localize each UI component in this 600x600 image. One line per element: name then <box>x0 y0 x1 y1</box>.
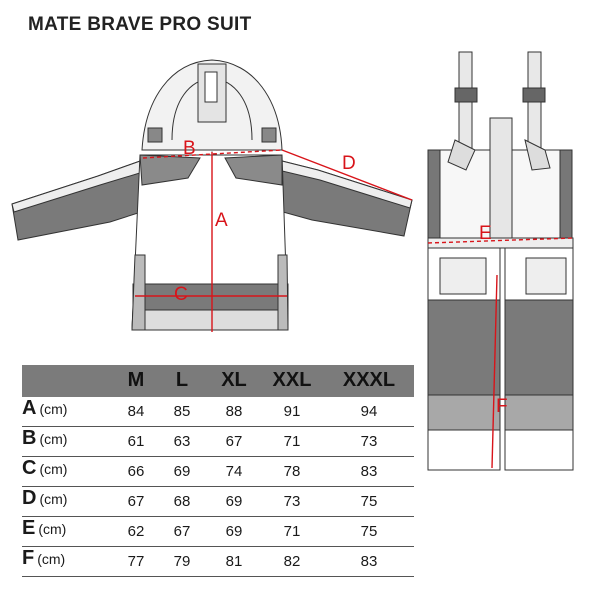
dimension-label-c: C <box>174 284 188 305</box>
cell: 94 <box>360 403 378 420</box>
cell: 74 <box>225 463 243 480</box>
dimension-label-a: A <box>215 210 228 231</box>
row-label: B <box>22 427 37 449</box>
jacket-drawing <box>11 59 413 331</box>
cell: 77 <box>127 553 145 570</box>
cell: 75 <box>360 493 378 510</box>
cell: 83 <box>360 463 378 480</box>
cell: 67 <box>173 523 191 540</box>
size-header: XXL <box>272 369 312 391</box>
cell: 75 <box>360 523 378 540</box>
cell: 67 <box>225 433 243 450</box>
cell: 81 <box>225 553 243 570</box>
cell: 82 <box>283 553 301 570</box>
dimension-label-e: E <box>479 223 492 244</box>
table-row: E(cm) 62 67 69 71 75 <box>22 517 414 547</box>
cell: 71 <box>283 523 301 540</box>
unit-label: (cm) <box>39 431 68 447</box>
row-label: C <box>22 457 37 479</box>
cell: 84 <box>127 403 145 420</box>
dimension-label-f: F <box>496 396 508 417</box>
cell: 69 <box>173 463 191 480</box>
bib-pants-drawing <box>427 51 574 471</box>
unit-label: (cm) <box>38 521 67 537</box>
size-header: XL <box>221 369 247 391</box>
table-row: F(cm) 77 79 81 82 83 <box>22 547 414 577</box>
jacket-dimension-lines <box>135 149 413 332</box>
table-row: B(cm) 61 63 67 71 73 <box>22 427 414 457</box>
cell: 69 <box>225 523 243 540</box>
cell: 73 <box>283 493 301 510</box>
pants-dimension-lines <box>427 237 574 469</box>
cell: 78 <box>283 463 301 480</box>
size-header: L <box>175 369 189 391</box>
dimension-label-d: D <box>342 153 356 174</box>
cell: 69 <box>225 493 243 510</box>
cell: 62 <box>127 523 145 540</box>
size-header: M <box>127 369 145 391</box>
size-header: XXXL <box>342 369 396 391</box>
cell: 73 <box>360 433 378 450</box>
size-header-row: M L XL XXL XXXL <box>22 365 414 397</box>
unit-label: (cm) <box>39 401 68 417</box>
unit-label: (cm) <box>37 551 66 567</box>
cell: 63 <box>173 433 191 450</box>
cell: 79 <box>173 553 191 570</box>
row-label: F <box>22 547 35 569</box>
row-label: A <box>22 397 37 419</box>
cell: 85 <box>173 403 191 420</box>
cell: 88 <box>225 403 243 420</box>
cell: 67 <box>127 493 145 510</box>
dimension-label-b: B <box>183 138 196 159</box>
cell: 68 <box>173 493 191 510</box>
page-title: MATE BRAVE PRO SUIT <box>28 14 252 35</box>
row-label: E <box>22 517 36 539</box>
table-row: D(cm) 67 68 69 73 75 <box>22 487 414 517</box>
size-table: M L XL XXL XXXL A(cm) 84 85 88 91 94 B(c… <box>22 365 414 577</box>
cell: 66 <box>127 463 145 480</box>
cell: 91 <box>283 403 301 420</box>
cell: 71 <box>283 433 301 450</box>
cell: 83 <box>360 553 378 570</box>
row-label: D <box>22 487 37 509</box>
unit-label: (cm) <box>39 491 68 507</box>
cell: 61 <box>127 433 145 450</box>
table-row: A(cm) 84 85 88 91 94 <box>22 397 414 427</box>
unit-label: (cm) <box>39 461 68 477</box>
table-row: C(cm) 66 69 74 78 83 <box>22 457 414 487</box>
